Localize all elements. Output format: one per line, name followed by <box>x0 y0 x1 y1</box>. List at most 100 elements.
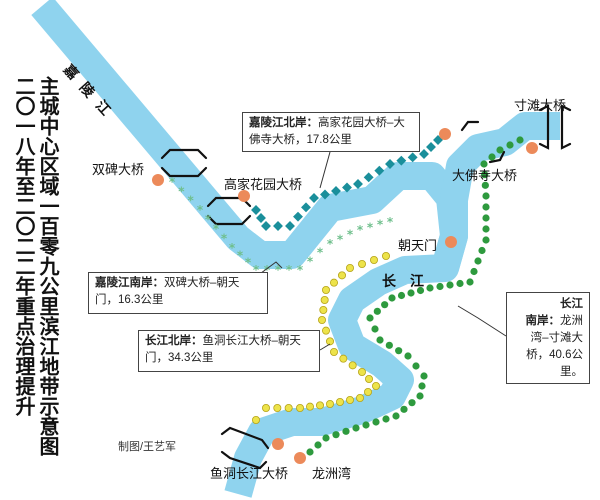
green-dot-icon <box>372 418 380 426</box>
green-asterisk-icon: * <box>197 203 204 217</box>
landmark-jialing-north-icon <box>439 128 451 140</box>
green-asterisk-icon: * <box>213 222 220 236</box>
bridge-icon <box>160 148 208 178</box>
place-label-cuntan: 寸滩大桥 <box>514 98 567 113</box>
green-dot-icon <box>516 136 524 144</box>
yellow-dot-icon <box>261 403 270 412</box>
changjiang-river <box>224 112 560 498</box>
green-asterisk-icon: * <box>337 232 344 246</box>
teal-diamond-icon <box>426 142 436 152</box>
green-dot-icon <box>420 372 428 380</box>
teal-diamond-icon <box>396 155 407 166</box>
landmark-shuangbei-icon <box>152 174 164 186</box>
bridge-icon <box>538 104 572 150</box>
place-label-yudong: 鱼洞长江大桥 <box>210 466 289 481</box>
green-dot-icon <box>436 282 444 291</box>
yellow-dot-icon <box>357 259 366 268</box>
green-dot-icon <box>506 141 514 149</box>
yellow-dot-icon <box>371 381 380 390</box>
teal-diamond-icon <box>363 172 374 183</box>
green-dot-icon <box>322 434 330 442</box>
green-asterisk-icon: * <box>297 263 304 277</box>
bridge-layer <box>160 104 572 470</box>
green-dot-icon <box>404 352 412 360</box>
green-asterisk-icon: * <box>229 241 236 255</box>
green-asterisk-icon: * <box>307 254 314 268</box>
green-dot-icon <box>366 314 374 322</box>
green-dot-icon <box>362 421 370 429</box>
green-dot-icon <box>376 336 384 344</box>
teal-diamond-icon <box>261 221 271 231</box>
green-dot-icon <box>412 362 420 370</box>
place-label-longzhou: 龙洲湾 <box>312 466 352 481</box>
yellow-dot-icon <box>325 399 334 408</box>
green-asterisk-icon: * <box>169 175 176 189</box>
callout-jialing-south: 嘉陵江南岸：双碑大桥–朝天门，16.3公里 <box>88 272 268 314</box>
landmark-gaojia-icon <box>238 190 250 202</box>
green-dot-icon <box>416 286 425 295</box>
map-credit: 制图/王艺军 <box>118 441 177 453</box>
green-dot-icon <box>481 171 489 179</box>
green-dot-icon <box>352 424 360 432</box>
yellow-dot-icon <box>317 315 326 324</box>
place-label-gaojia: 高家花园大桥 <box>224 177 303 192</box>
green-asterisk-icon: * <box>205 213 212 227</box>
teal-diamond-icon <box>331 186 341 196</box>
yellow-dot-icon <box>305 402 314 411</box>
green-asterisk-icon: * <box>221 232 228 246</box>
callout-body: 高家花园大桥–大佛寺大桥，17.8公里 <box>249 117 405 146</box>
yellow-dot-icon <box>284 403 293 412</box>
callout-heading: 嘉陵江北岸： <box>249 117 318 129</box>
callout-jialing-north: 嘉陵江北岸：高家花园大桥–大佛寺大桥，17.8公里 <box>242 112 420 152</box>
green-asterisk-icon: * <box>317 246 324 260</box>
yellow-dot-icon <box>321 285 330 294</box>
yellow-dot-icon <box>325 337 334 346</box>
green-dot-icon <box>332 431 340 439</box>
green-dot-icon <box>382 415 390 423</box>
green-asterisk-icon: * <box>286 263 293 277</box>
changjiang-river-label: 长江 <box>382 274 438 290</box>
bridge-icon <box>206 196 252 226</box>
green-dot-icon <box>416 392 424 400</box>
callout-body: 鱼洞长江大桥–朝天门，34.3公里 <box>145 335 301 364</box>
green-dot-icon <box>395 347 403 355</box>
green-dot-icon <box>482 225 490 233</box>
yellow-dot-icon <box>329 278 338 287</box>
jialing-south-markers: ************************ <box>169 175 394 277</box>
yellow-dot-icon <box>348 361 357 370</box>
teal-diamond-icon <box>419 149 429 159</box>
landmark-longzhou-icon <box>294 452 306 464</box>
changjiang-south-markers <box>306 136 524 456</box>
yellow-dot-icon <box>273 403 282 412</box>
yellow-dot-icon <box>337 271 346 280</box>
green-dot-icon <box>474 257 482 265</box>
green-dot-icon <box>408 399 416 407</box>
green-asterisk-icon: * <box>327 237 334 251</box>
yellow-dot-icon <box>321 326 330 335</box>
yellow-dot-icon <box>345 263 354 272</box>
green-dot-icon <box>496 146 504 154</box>
green-asterisk-icon: * <box>377 218 384 232</box>
yellow-dot-icon <box>339 354 348 363</box>
yellow-dot-icon <box>369 255 378 264</box>
place-label-shuangbei: 双碑大桥 <box>92 162 145 177</box>
green-dot-icon <box>392 412 400 420</box>
teal-diamond-icon <box>256 213 266 223</box>
teal-diamond-icon <box>320 189 330 200</box>
green-dot-icon <box>482 214 490 222</box>
green-dot-icon <box>482 192 490 200</box>
yellow-dot-icon <box>355 393 364 402</box>
green-dot-icon <box>446 281 454 289</box>
yellow-dot-icon <box>364 374 373 383</box>
teal-diamond-icon <box>251 205 261 215</box>
green-dot-icon <box>385 341 393 349</box>
landmark-yudong-icon <box>272 438 284 450</box>
yellow-dot-icon <box>363 387 372 396</box>
yellow-dot-icon <box>357 367 366 376</box>
green-dot-icon <box>488 153 496 161</box>
teal-diamond-icon <box>407 152 418 163</box>
callout-heading: 长江 <box>560 298 583 310</box>
callout-body: 双碑大桥–朝天门，16.3公里 <box>95 277 240 306</box>
green-dot-icon <box>342 427 350 435</box>
green-asterisk-icon: * <box>387 215 394 229</box>
